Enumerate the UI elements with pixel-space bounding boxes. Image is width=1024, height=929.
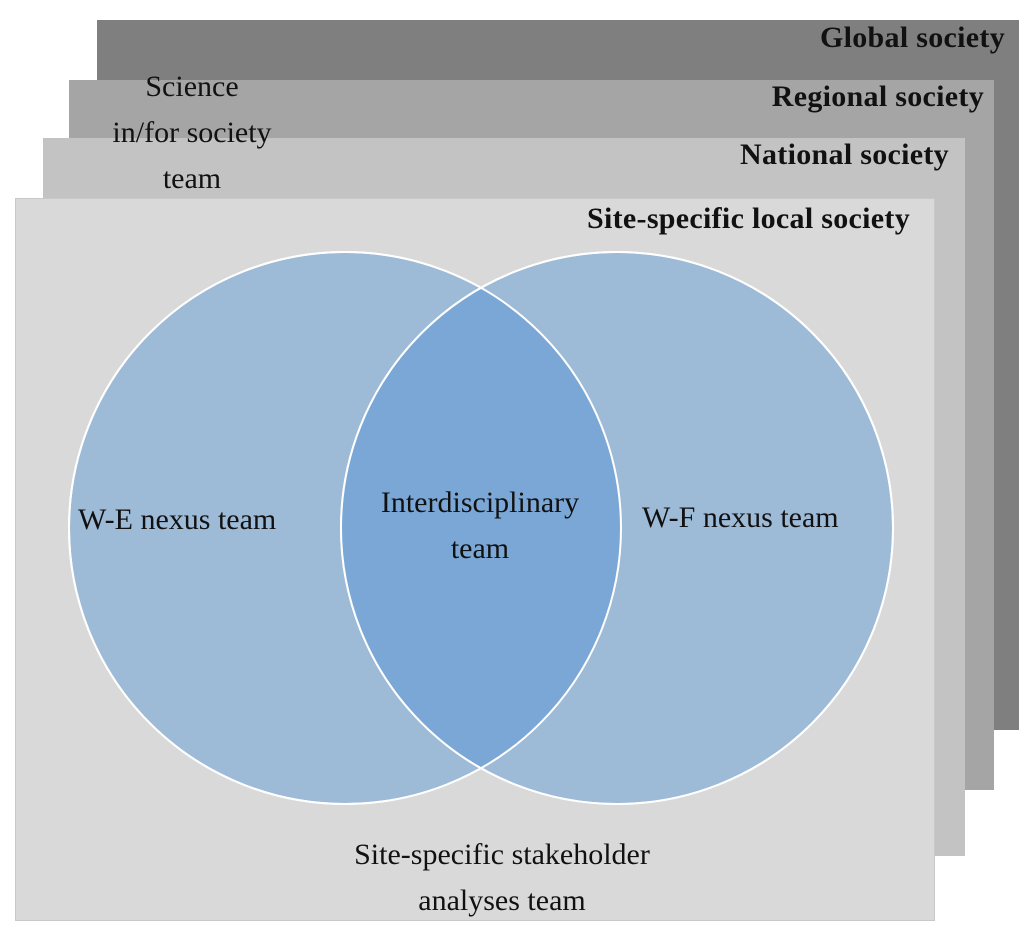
interdisciplinary-team-label: Interdisciplinary team (340, 480, 620, 572)
stakeholder-line-1: Site-specific stakeholder (354, 838, 650, 871)
science-in-society-team-label: Science in/for society team (72, 64, 312, 202)
interdisciplinary-line-1: Interdisciplinary (380, 486, 580, 519)
stakeholder-line-2: analyses team (418, 884, 586, 917)
stakeholder-analyses-team-label: Site-specific stakeholder analyses team (262, 832, 742, 924)
national-society-title: National society (740, 138, 949, 171)
global-society-title: Global society (819, 21, 1005, 54)
science-line-3: team (162, 162, 222, 195)
interdisciplinary-overlap (341, 252, 621, 804)
local-society-title: Site-specific local society (587, 202, 910, 235)
wf-nexus-circle-outline (340, 251, 894, 805)
science-line-2: in/for society (112, 116, 272, 149)
science-line-1: Science (145, 70, 239, 103)
wf-nexus-team-label: W-F nexus team (642, 501, 839, 534)
interdisciplinary-line-2: team (450, 532, 510, 565)
we-nexus-team-label: W-E nexus team (78, 503, 277, 536)
regional-society-title: Regional society (771, 80, 984, 113)
we-nexus-circle-outline (68, 251, 622, 805)
